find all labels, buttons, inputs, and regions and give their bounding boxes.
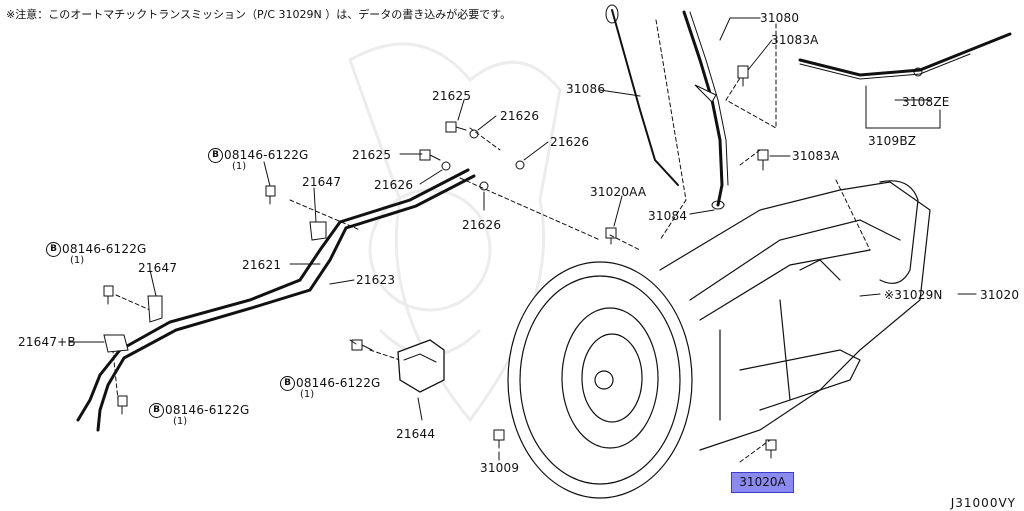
part-31020[interactable]: 31020 xyxy=(980,288,1020,302)
part-31084[interactable]: 31084 xyxy=(648,209,688,223)
part-21644[interactable]: 21644 xyxy=(396,427,436,441)
part-21626-b[interactable]: 21626 xyxy=(550,135,590,149)
part-31020A-highlighted[interactable]: 31020A xyxy=(731,472,794,493)
programming-notice: ※注意：このオートマチックトランスミッション（P/C 31029N ）は、データ… xyxy=(6,8,512,21)
part-21626-d[interactable]: 21626 xyxy=(462,218,502,232)
bolt-08146-a[interactable]: 08146-6122G xyxy=(224,148,309,162)
bolt-31083A xyxy=(737,65,749,87)
part-21621[interactable]: 21621 xyxy=(242,258,282,272)
part-21647B[interactable]: 21647+B xyxy=(18,335,76,349)
dipstick-handle xyxy=(605,4,619,24)
b-mark-icon: B xyxy=(149,403,164,418)
qty-d: (1) xyxy=(173,416,188,427)
part-31083A-mid[interactable]: 31083A xyxy=(792,149,840,163)
part-21626-a[interactable]: 21626 xyxy=(500,109,540,123)
part-21625-mid[interactable]: 21625 xyxy=(352,148,392,162)
dipstick xyxy=(611,9,679,186)
b-mark-icon: B xyxy=(280,376,295,391)
part-21647-b[interactable]: 21647 xyxy=(138,261,178,275)
qty-b: (1) xyxy=(70,255,85,266)
b-mark-icon: B xyxy=(46,242,61,257)
part-3109BZ[interactable]: 3109BZ xyxy=(868,134,917,148)
part-21647-a[interactable]: 21647 xyxy=(302,175,342,189)
bolt-08146-d[interactable]: 08146-6122G xyxy=(165,403,250,417)
part-31020AA[interactable]: 31020AA xyxy=(590,185,647,199)
cover-21644 xyxy=(397,339,445,393)
part-31086[interactable]: 31086 xyxy=(566,82,606,96)
bolt-08146-b[interactable]: 08146-6122G xyxy=(62,242,147,256)
part-31080[interactable]: 31080 xyxy=(760,11,800,25)
drawing-code: J31000VY xyxy=(950,496,1016,510)
transmission-assembly xyxy=(507,180,931,499)
part-21626-c[interactable]: 21626 xyxy=(374,178,414,192)
qty-a: (1) xyxy=(232,161,247,172)
bolt-31083A-lower xyxy=(757,149,769,171)
part-31029N[interactable]: ※31029N xyxy=(884,288,943,302)
part-31009[interactable]: 31009 xyxy=(480,461,520,475)
qty-c: (1) xyxy=(300,389,315,400)
bolt-08146-c[interactable]: 08146-6122G xyxy=(296,376,381,390)
part-31083A-top[interactable]: 31083A xyxy=(771,33,819,47)
part-21623[interactable]: 21623 xyxy=(356,273,396,287)
bracket-21647 xyxy=(309,221,327,241)
cooler-pipe-21621 xyxy=(76,168,470,422)
part-3108ZE[interactable]: 3108ZE xyxy=(902,95,950,109)
clip-21647B xyxy=(103,334,129,353)
b-mark-icon: B xyxy=(208,148,223,163)
filler-tube xyxy=(682,10,724,207)
bracket-21647-lower xyxy=(147,295,163,323)
part-21625-top[interactable]: 21625 xyxy=(432,89,472,103)
cooler-pipe-21623 xyxy=(96,174,476,432)
